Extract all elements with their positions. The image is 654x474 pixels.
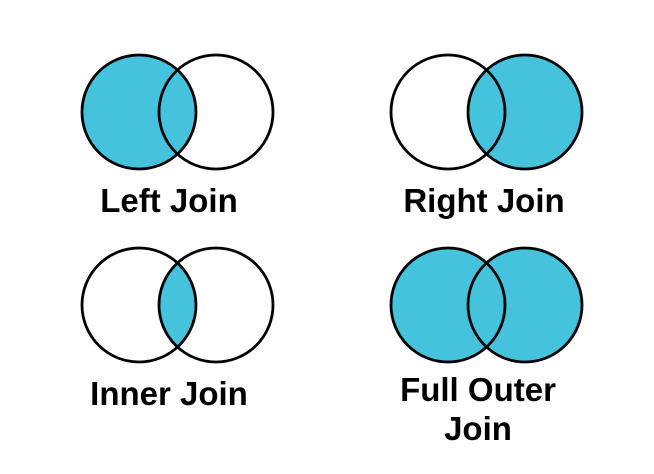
left-join-right-circle-outline (157, 53, 275, 171)
left-join-label: Left Join (100, 182, 238, 219)
left-join-left-circle-outline (80, 53, 198, 171)
right-join-right-circle-outline (466, 53, 584, 171)
inner-join-right-circle-outline (157, 246, 275, 364)
inner-join-label: Inner Join (90, 375, 248, 412)
right-join-label: Right Join (403, 182, 565, 219)
full-outer-join-label: Full Outer Join (400, 371, 556, 447)
full-outer-join-right-circle-outline (466, 246, 584, 364)
right-join-left-circle-outline (389, 53, 507, 171)
full-outer-join-left-circle-outline (389, 246, 507, 364)
inner-join-left-circle-outline (80, 246, 198, 364)
